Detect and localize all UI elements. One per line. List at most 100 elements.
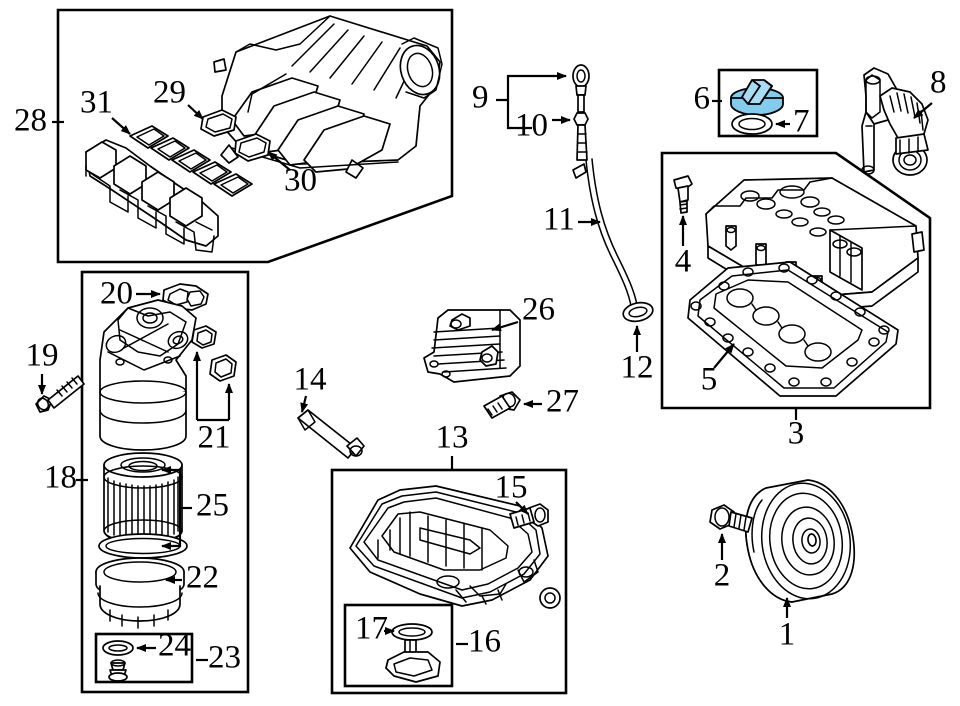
callout-6-label: 6 [694, 81, 711, 117]
dipstick-assembly-group: 9 10 11 12 [472, 64, 654, 386]
callout-17-label: 17 [355, 611, 388, 647]
callout-15: 15 [495, 470, 529, 515]
callout-2: 2 [714, 533, 731, 594]
oil-pan-part [349, 485, 561, 609]
oil-filter-housing-bolt-part [35, 375, 85, 413]
throttle-body-gasket-part [200, 109, 237, 137]
callout-5: 5 [701, 343, 735, 398]
panel-23-border [94, 632, 194, 684]
panel-18-border [80, 270, 250, 694]
callout-31-label: 31 [80, 85, 113, 121]
callout-18-label: 18 [44, 460, 77, 496]
callout-25: 25 [161, 466, 229, 550]
oil-pan-drain-plug-part [509, 503, 549, 529]
callout-3: 3 [788, 408, 805, 452]
valve-cover-gasket-part [687, 261, 899, 397]
callout-22: 22 [165, 560, 219, 596]
callout-26-label: 26 [522, 292, 555, 328]
callout-4-label: 4 [675, 244, 692, 280]
callout-12: 12 [621, 325, 654, 386]
crankshaft-pulley-bolt-part [709, 504, 753, 533]
intake-manifold-panel: 28 31 29 30 [14, 8, 454, 264]
callout-18: 18 [44, 460, 88, 496]
callout-22-label: 22 [186, 560, 219, 596]
callout-12-label: 12 [621, 350, 654, 386]
filter-cap-drain-plug-part [108, 659, 128, 682]
lower-intake-manifold-part [85, 139, 219, 253]
callout-23-label: 23 [208, 640, 241, 676]
oil-cooler-seal-ring-b [209, 354, 237, 382]
callout-9-label: 9 [472, 80, 489, 116]
callout-13-label: 13 [436, 420, 469, 456]
callout-3-label: 3 [788, 416, 805, 452]
callout-7: 7 [775, 104, 810, 140]
callout-24-label: 24 [158, 628, 191, 664]
callout-31: 31 [80, 85, 131, 135]
panel-16-border [343, 603, 454, 688]
callout-7-label: 7 [793, 104, 810, 140]
panel-6-border [717, 68, 819, 138]
valve-cover-panel: 4 5 3 [660, 151, 932, 452]
oil-filter-cap-part [95, 557, 185, 629]
callout-9: 9 [472, 72, 567, 130]
callout-15-label: 15 [495, 470, 528, 506]
callout-16-label: 16 [468, 624, 501, 660]
callout-11: 11 [543, 202, 601, 238]
panel-3-border [660, 151, 932, 410]
oil-filter-housing-panel: 24 23 20 21 25 22 [44, 270, 250, 694]
panel-28-border [56, 8, 454, 264]
oil-pan-panel: 17 16 15 13 [330, 420, 568, 695]
callout-27: 27 [523, 384, 579, 420]
upper-intake-manifold [213, 15, 443, 179]
callout-1: 1 [779, 597, 796, 653]
filter-cap-seal-kit-panel: 24 [94, 628, 194, 684]
oil-pressure-sensor-part [673, 175, 693, 214]
oil-filter-housing-part [99, 299, 197, 451]
callout-11-label: 11 [543, 202, 575, 238]
callout-21-label: 21 [198, 420, 231, 456]
panel-13-border [330, 468, 568, 695]
oil-filter-element-part [103, 452, 183, 545]
callout-13: 13 [436, 420, 469, 470]
oil-cooler-seal-ring-a [191, 325, 217, 349]
callout-8-label: 8 [930, 65, 947, 101]
callout-24: 24 [136, 628, 191, 664]
callout-1-label: 1 [779, 617, 796, 653]
callout-21: 21 [193, 351, 233, 456]
callout-10: 10 [515, 108, 571, 144]
breather-hose-part: 8 [861, 65, 947, 176]
oil-level-sensor-o-ring-part [391, 623, 433, 641]
callout-19: 19 [26, 338, 59, 395]
callout-28-label: 28 [14, 103, 47, 139]
callout-4: 4 [675, 215, 692, 280]
callout-29-label: 29 [153, 75, 186, 111]
callout-25-label: 25 [196, 488, 229, 524]
callout-23: 23 [196, 640, 241, 676]
oil-cooler-bolt-part [483, 391, 521, 419]
oil-level-sensor-part [385, 639, 441, 683]
oil-filler-cap-seal-part [731, 113, 773, 135]
oil-level-sensor-panel: 17 [343, 603, 454, 688]
callout-28: 28 [14, 103, 64, 139]
callout-8: 8 [913, 65, 947, 119]
callout-16: 16 [456, 624, 501, 660]
callout-17: 17 [355, 611, 395, 647]
callout-27-label: 27 [546, 384, 579, 420]
oil-filler-cap-panel: 6 7 [694, 68, 819, 140]
callout-5-label: 5 [701, 362, 718, 398]
callout-14: 14 [294, 362, 327, 413]
callout-6: 6 [694, 81, 722, 117]
callout-30: 30 [267, 151, 317, 199]
callout-29: 29 [153, 75, 204, 120]
callout-10-label: 10 [515, 108, 548, 144]
callout-20: 20 [100, 276, 161, 312]
callout-19-label: 19 [26, 338, 59, 374]
engine-oil-cooler-part [423, 309, 521, 383]
callout-2-label: 2 [714, 558, 731, 594]
filter-cap-o-ring-part [102, 640, 134, 656]
intake-manifold-gasket-strip [129, 125, 253, 197]
callout-14-label: 14 [294, 362, 327, 398]
callout-20-label: 20 [100, 276, 133, 312]
